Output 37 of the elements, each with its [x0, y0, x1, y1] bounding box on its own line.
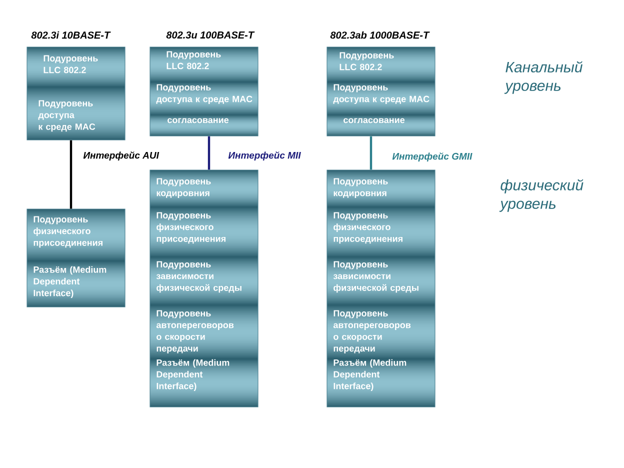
- sublayer-label: Подуровень физического присоединения: [156, 212, 226, 244]
- sublayer-label: Подуровень доступа к среде MAC: [38, 100, 96, 132]
- sublayer-label: Подуровень физического присоединения: [334, 212, 402, 244]
- sublayer-label: согласование: [344, 118, 405, 124]
- column-heading: 802.3ab 1000BASE-T: [330, 31, 430, 39]
- sublayer-label: Разъём (Medium Dependent Interface): [34, 266, 106, 298]
- sublayer-label: Разъём (Medium Dependent Interface): [334, 359, 406, 391]
- sublayer-label: Подуровень LLC 802.2: [44, 55, 98, 74]
- sublayer-label: Подуровень LLC 802.2: [340, 52, 394, 70]
- sublayer-stack: [326, 46, 436, 136]
- layer-label: физический уровень: [499, 179, 584, 212]
- connector-line: [370, 136, 372, 170]
- sublayer-label: Подуровень LLC 802.2: [166, 51, 221, 70]
- sublayer-label: Подуровень зависимости физической среды: [333, 261, 418, 293]
- sublayer-label: Подуровень доступа к среде MAC: [156, 84, 252, 104]
- sublayer-label: Подуровень доступа к среде MAC: [333, 84, 430, 104]
- sublayer-label: Подуровень кодировния: [334, 178, 388, 198]
- column-heading: 802.3i 10BASE-T: [31, 31, 111, 39]
- sublayer-stack: [150, 170, 258, 408]
- sublayer-stack: [326, 170, 436, 408]
- sublayer-label: Подуровень автопереговоров о скорости передачи: [333, 310, 411, 354]
- layer-label: Канальный уровень: [504, 61, 582, 94]
- column-heading: 802.3u 100BASE-T: [166, 31, 255, 39]
- sublayer-label: Разъём (Medium Dependent Interface): [156, 359, 230, 391]
- sublayer-stack: [26, 208, 126, 308]
- edge-label: Интерфейс AUI: [83, 151, 160, 161]
- edge-label: Интерфейс GMII: [392, 152, 472, 162]
- edge-label: Интерфейс MII: [228, 151, 301, 161]
- connector-line: [208, 136, 210, 170]
- sublayer-label: Подуровень физического присоединения: [34, 216, 102, 248]
- sublayer-label: согласование: [168, 118, 229, 124]
- sublayer-label: Подуровень зависимости физической среды: [156, 261, 242, 293]
- sublayer-label: Подуровень автопереговоров о скорости передачи: [156, 310, 234, 354]
- sublayer-label: Подуровень кодировния: [156, 178, 211, 198]
- sublayer-stack: [26, 46, 126, 140]
- sublayer-stack: [150, 46, 258, 136]
- connector-line: [70, 140, 72, 209]
